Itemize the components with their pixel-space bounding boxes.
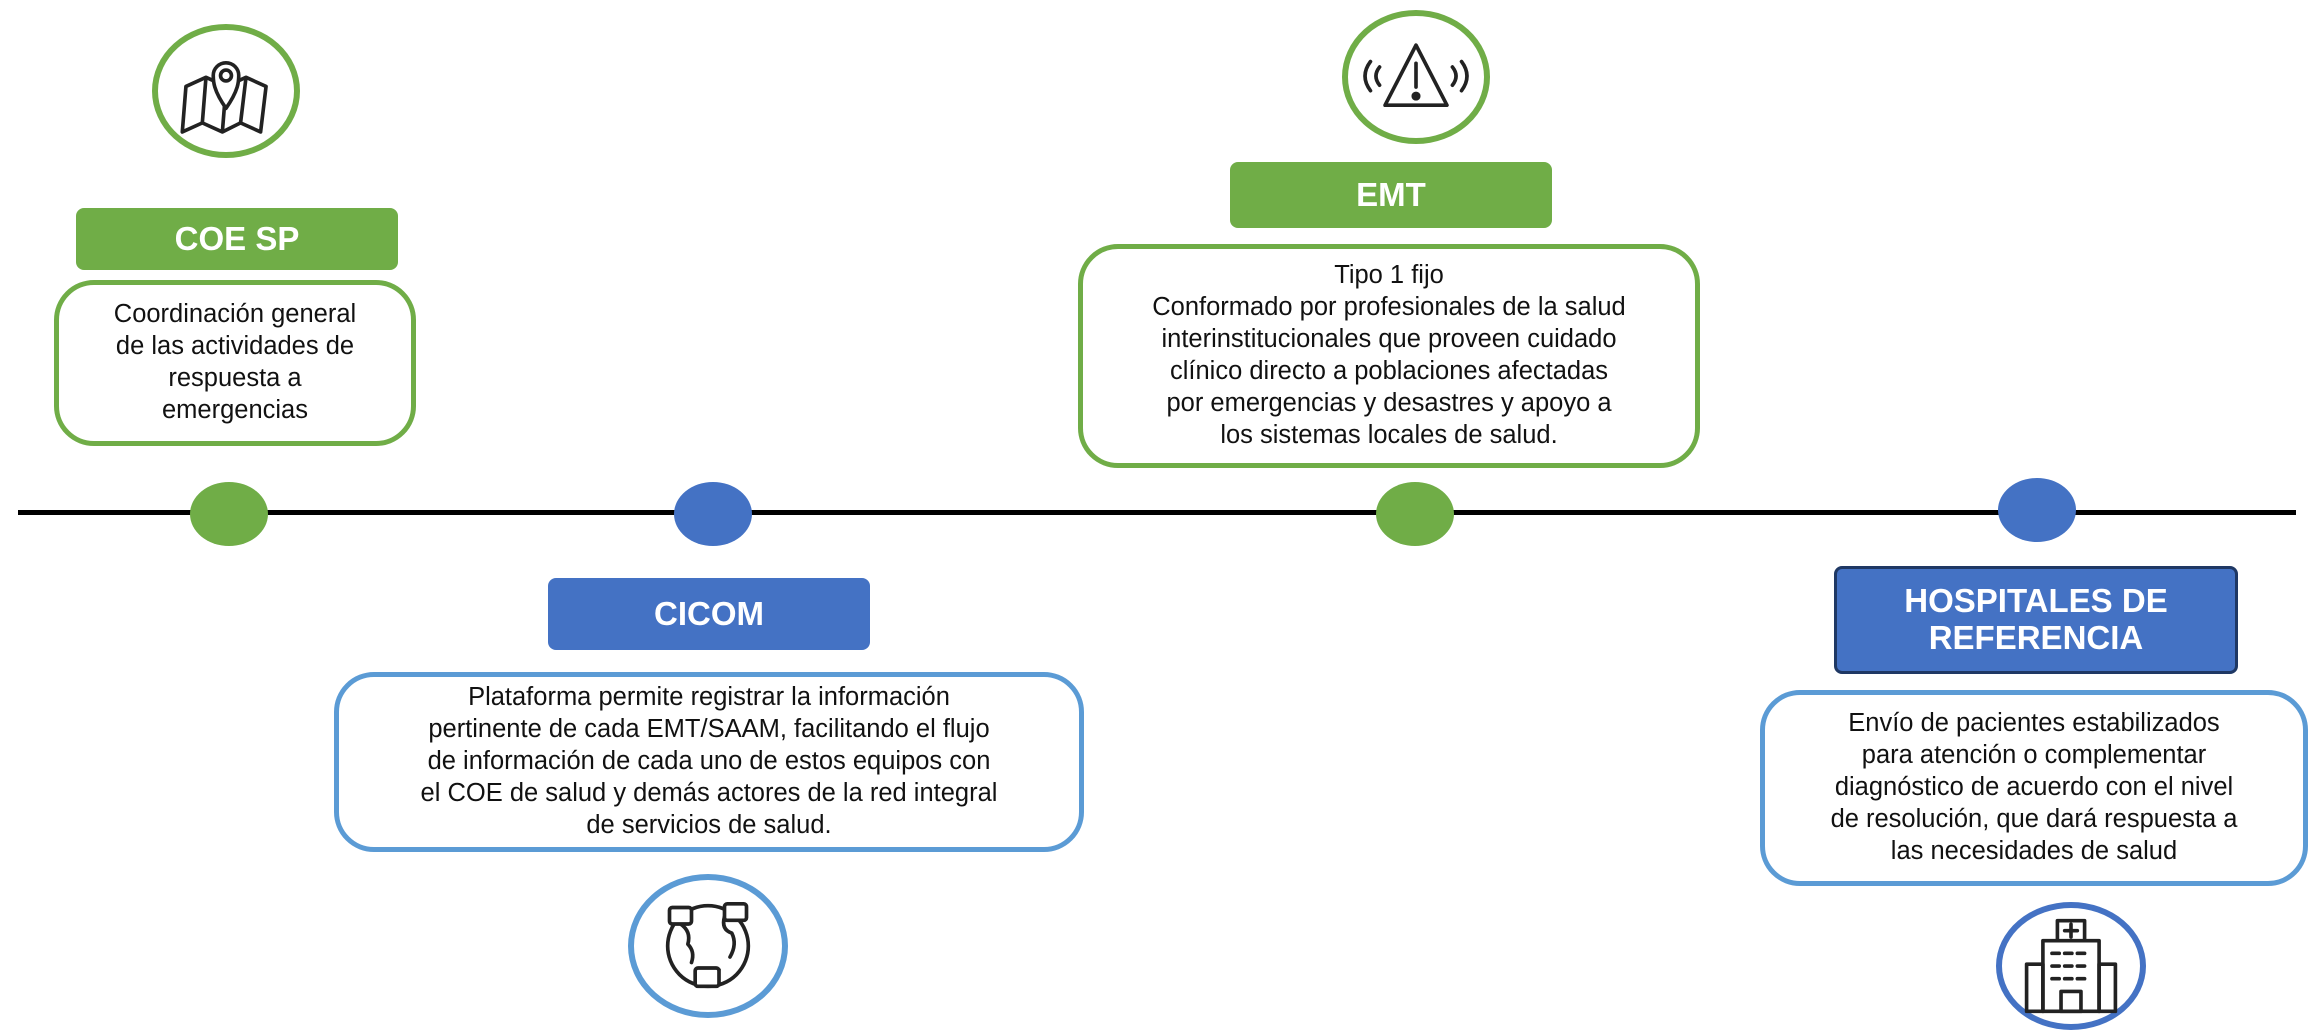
- emt-description: Tipo 1 fijo Conformado por profesionales…: [1078, 244, 1700, 468]
- coe-sp-description: Coordinación general de las actividades …: [54, 280, 416, 446]
- coe-sp-title: COE SP: [76, 208, 398, 270]
- timeline-dot-coe-sp: [190, 482, 268, 546]
- timeline-line: [18, 510, 2296, 515]
- timeline-dot-cicom: [674, 482, 752, 546]
- hospitales-description: Envío de pacientes estabilizados para at…: [1760, 690, 2308, 886]
- cicom-title: CICOM: [548, 578, 870, 650]
- map-pin-icon: [152, 24, 300, 158]
- timeline-dot-emt: [1376, 482, 1454, 546]
- hospital-icon: [1996, 902, 2146, 1030]
- hospitales-title: HOSPITALES DE REFERENCIA: [1834, 566, 2238, 674]
- globe-network-icon: [628, 874, 788, 1018]
- cicom-description: Plataforma permite registrar la informac…: [334, 672, 1084, 852]
- timeline-dot-hospitales: [1998, 478, 2076, 542]
- warning-icon: [1342, 10, 1490, 144]
- emt-title: EMT: [1230, 162, 1552, 228]
